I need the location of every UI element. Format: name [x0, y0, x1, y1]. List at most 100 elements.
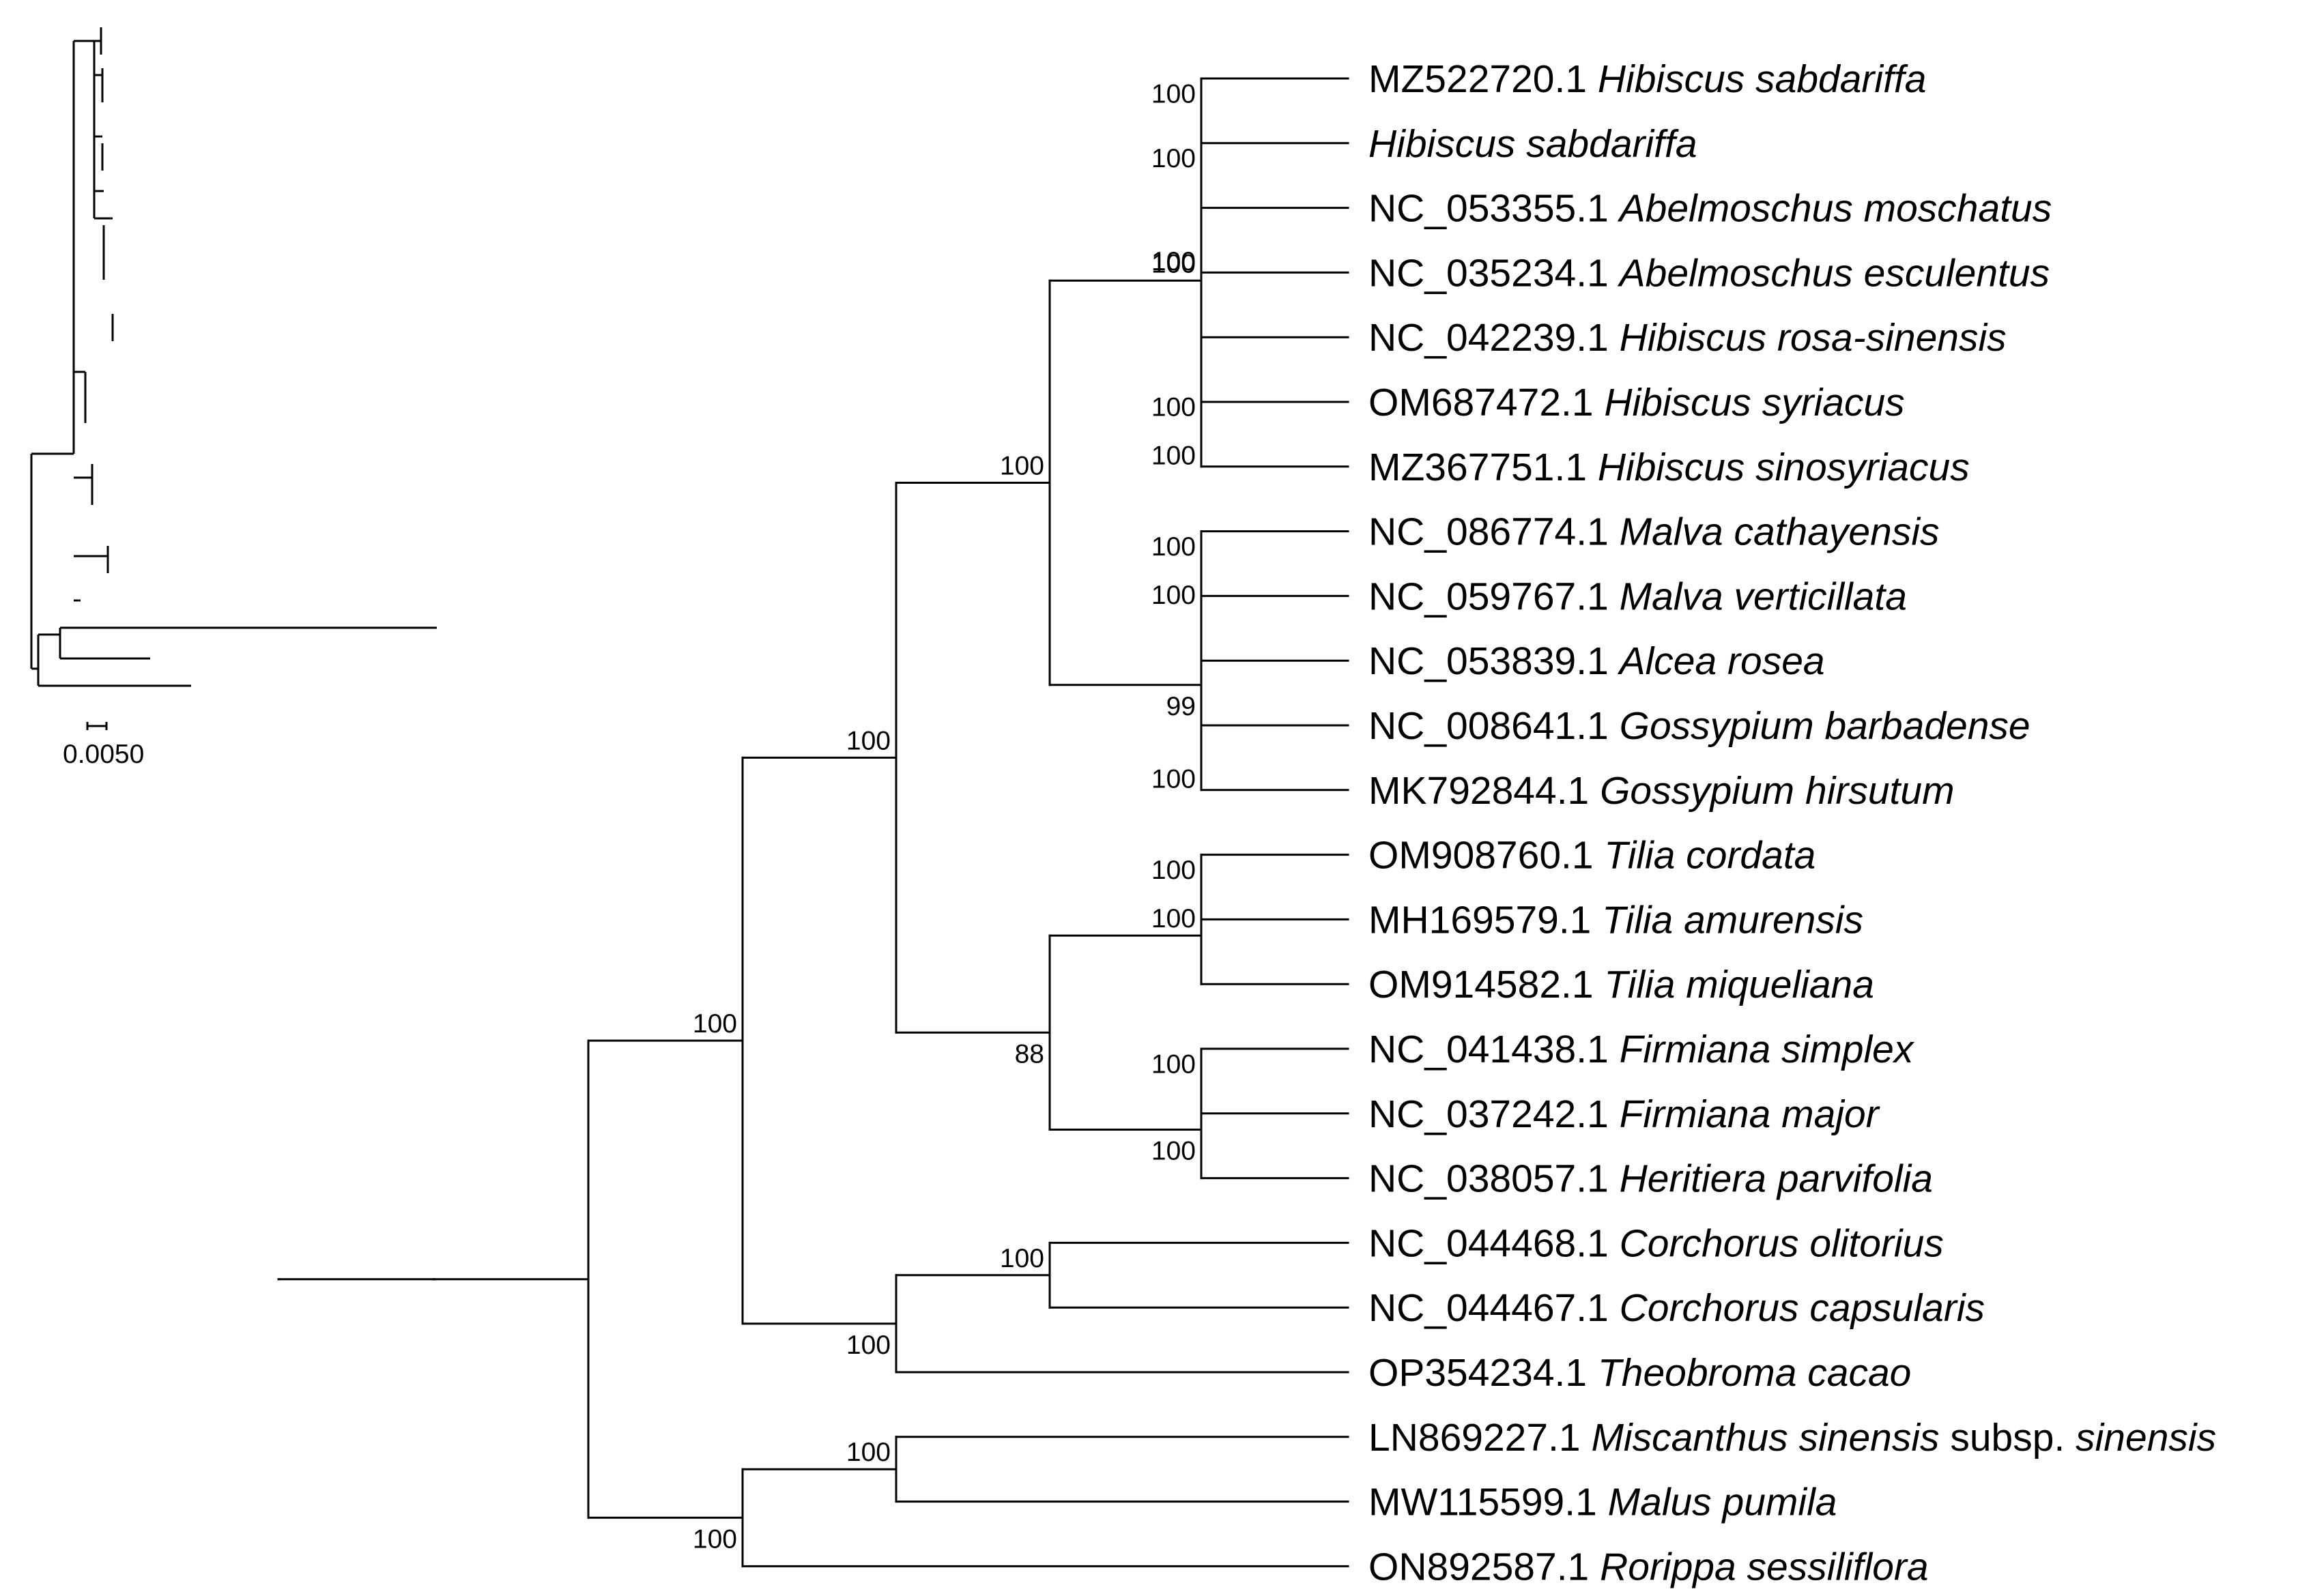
subspecies-rank: subsp.	[1940, 1416, 2076, 1460]
accession-number: MZ367751.1	[1368, 446, 1598, 489]
leaf-label: NC_042239.1 Hibiscus rosa-sinensis	[1368, 316, 2007, 360]
leaf-label: NC_086774.1 Malva cathayensis	[1368, 510, 1940, 554]
scale-bar-label: 0.0050	[63, 740, 144, 769]
bootstrap-support-value: 100	[1151, 79, 1196, 108]
species-name: Hibiscus sabdariffa	[1368, 122, 1697, 166]
accession-number: ON892587.1	[1368, 1545, 1600, 1588]
bootstrap-support-value: 100	[1000, 452, 1044, 481]
leaf-label: LN869227.1 Miscanthus sinensis subsp. si…	[1368, 1416, 2216, 1460]
accession-number: NC_042239.1	[1368, 316, 1620, 360]
bootstrap-support-value: 100	[1151, 249, 1196, 278]
accession-number: OM687472.1	[1368, 381, 1604, 424]
bootstrap-support-value: 100	[693, 1524, 737, 1554]
species-name: Corchorus capsularis	[1620, 1286, 1985, 1330]
species-name: Tilia cordata	[1604, 834, 1815, 877]
accession-number: NC_008641.1	[1368, 704, 1620, 748]
accession-number: NC_044467.1	[1368, 1286, 1620, 1330]
bootstrap-support-value: 100	[1151, 764, 1196, 794]
accession-number: NC_086774.1	[1368, 510, 1620, 554]
leaf-label: OP354234.1 Theobroma cacao	[1368, 1351, 1911, 1395]
leaf-label: MW115599.1 Malus pumila	[1368, 1481, 1837, 1524]
accession-number: NC_035234.1	[1368, 251, 1620, 295]
leaf-label: NC_044468.1 Corchorus olitorius	[1368, 1221, 1944, 1265]
species-name: Firmiana major	[1620, 1092, 1880, 1136]
accession-number: NC_059767.1	[1368, 575, 1620, 618]
leaf-label: OM914582.1 Tilia miqueliana	[1368, 963, 1874, 1006]
species-name: Malus pumila	[1608, 1481, 1837, 1524]
leaf-label: NC_038057.1 Heritiera parvifolia	[1368, 1157, 1933, 1201]
accession-number: NC_053839.1	[1368, 639, 1620, 683]
accession-number: NC_037242.1	[1368, 1092, 1620, 1136]
leaf-label: NC_059767.1 Malva verticillata	[1368, 575, 1907, 618]
species-name: Firmiana simplex	[1620, 1028, 1915, 1071]
bootstrap-support-value: 100	[1151, 904, 1196, 933]
accession-number: MW115599.1	[1368, 1481, 1608, 1524]
species-name: Tilia miqueliana	[1604, 963, 1874, 1006]
bootstrap-support-value: 100	[1000, 1244, 1044, 1273]
bootstrap-support-value: 100	[846, 1438, 891, 1467]
bootstrap-support-value: 100	[1151, 532, 1196, 562]
branch-length-inset-tree: 0.0050	[30, 27, 437, 769]
cladogram: 100 100 100 100 100 100 100 100 100 99 100 100 100 88…	[277, 77, 1349, 1567]
bootstrap-support-value: 100	[846, 726, 891, 755]
bootstrap-support-value: 100	[1151, 247, 1196, 276]
accession-number: OM908760.1	[1368, 834, 1604, 877]
subspecies-name: sinensis	[2076, 1416, 2216, 1460]
accession-number: NC_041438.1	[1368, 1028, 1620, 1071]
leaf-label: NC_035234.1 Abelmoschus esculentus	[1368, 251, 2050, 295]
leaf-label: NC_008641.1 Gossypium barbadense	[1368, 704, 2030, 748]
accession-number: MZ522720.1	[1368, 57, 1598, 101]
leaf-label: MK792844.1 Gossypium hirsutum	[1368, 769, 1955, 813]
bootstrap-support-value: 100	[1151, 856, 1196, 885]
accession-number: OM914582.1	[1368, 963, 1604, 1006]
species-name: Hibiscus syriacus	[1604, 381, 1904, 424]
species-name: Theobroma cacao	[1598, 1351, 1911, 1395]
leaf-label: MZ367751.1 Hibiscus sinosyriacus	[1368, 446, 1970, 489]
accession-number: MH169579.1	[1368, 898, 1602, 942]
species-name: Abelmoschus moschatus	[1618, 187, 2052, 231]
accession-number: LN869227.1	[1368, 1416, 1591, 1460]
leaf-label: OM908760.1 Tilia cordata	[1368, 834, 1815, 877]
bootstrap-support-value: 100	[1151, 392, 1196, 422]
species-name: Tilia amurensis	[1602, 898, 1863, 942]
species-name: Heritiera parvifolia	[1620, 1157, 1933, 1201]
species-name: Hibiscus sinosyriacus	[1598, 446, 1970, 489]
leaf-label: ON892587.1 Rorippa sessiliflora	[1368, 1545, 1929, 1588]
accession-number: NC_038057.1	[1368, 1157, 1620, 1201]
accession-number: OP354234.1	[1368, 1351, 1598, 1395]
species-name: Hibiscus rosa-sinensis	[1620, 316, 2007, 360]
bootstrap-support-value: 99	[1166, 692, 1196, 721]
species-name: Corchorus olitorius	[1620, 1221, 1944, 1265]
bootstrap-support-value: 100	[1151, 441, 1196, 470]
accession-number: NC_044468.1	[1368, 1221, 1620, 1265]
bootstrap-support-value: 88	[1015, 1039, 1044, 1069]
species-name: Alcea rosea	[1618, 639, 1825, 683]
leaf-label: NC_044467.1 Corchorus capsularis	[1368, 1286, 1985, 1330]
species-name: Rorippa sessiliflora	[1600, 1545, 1929, 1588]
species-name: Malva cathayensis	[1620, 510, 1940, 554]
leaf-label: NC_053839.1 Alcea rosea	[1368, 639, 1825, 683]
leaf-label: OM687472.1 Hibiscus syriacus	[1368, 381, 1905, 424]
bootstrap-support-value: 100	[1151, 581, 1196, 610]
accession-number: MK792844.1	[1368, 769, 1600, 813]
leaf-label: MH169579.1 Tilia amurensis	[1368, 898, 1863, 942]
species-name: Malva verticillata	[1620, 575, 1907, 618]
leaf-label: NC_037242.1 Firmiana major	[1368, 1092, 1880, 1136]
bootstrap-support-value: 100	[1151, 1137, 1196, 1166]
species-name: Hibiscus sabdariffa	[1598, 57, 1927, 101]
leaf-label: NC_041438.1 Firmiana simplex	[1368, 1028, 1915, 1071]
bootstrap-support-value: 100	[846, 1331, 891, 1360]
species-name: Gossypium hirsutum	[1600, 769, 1955, 813]
leaf-label: NC_053355.1 Abelmoschus moschatus	[1368, 187, 2052, 231]
species-name: Miscanthus sinensis	[1591, 1416, 1939, 1460]
leaf-label: MZ522720.1 Hibiscus sabdariffa	[1368, 57, 1926, 101]
bootstrap-support-value: 100	[1151, 1049, 1196, 1079]
species-name: Abelmoschus esculentus	[1618, 251, 2050, 295]
accession-number: NC_053355.1	[1368, 187, 1620, 231]
bootstrap-support-value: 100	[693, 1009, 737, 1039]
bootstrap-support-value: 100	[1151, 144, 1196, 173]
species-name: Gossypium barbadense	[1620, 704, 2030, 748]
leaf-label: Hibiscus sabdariffa	[1368, 122, 1697, 166]
